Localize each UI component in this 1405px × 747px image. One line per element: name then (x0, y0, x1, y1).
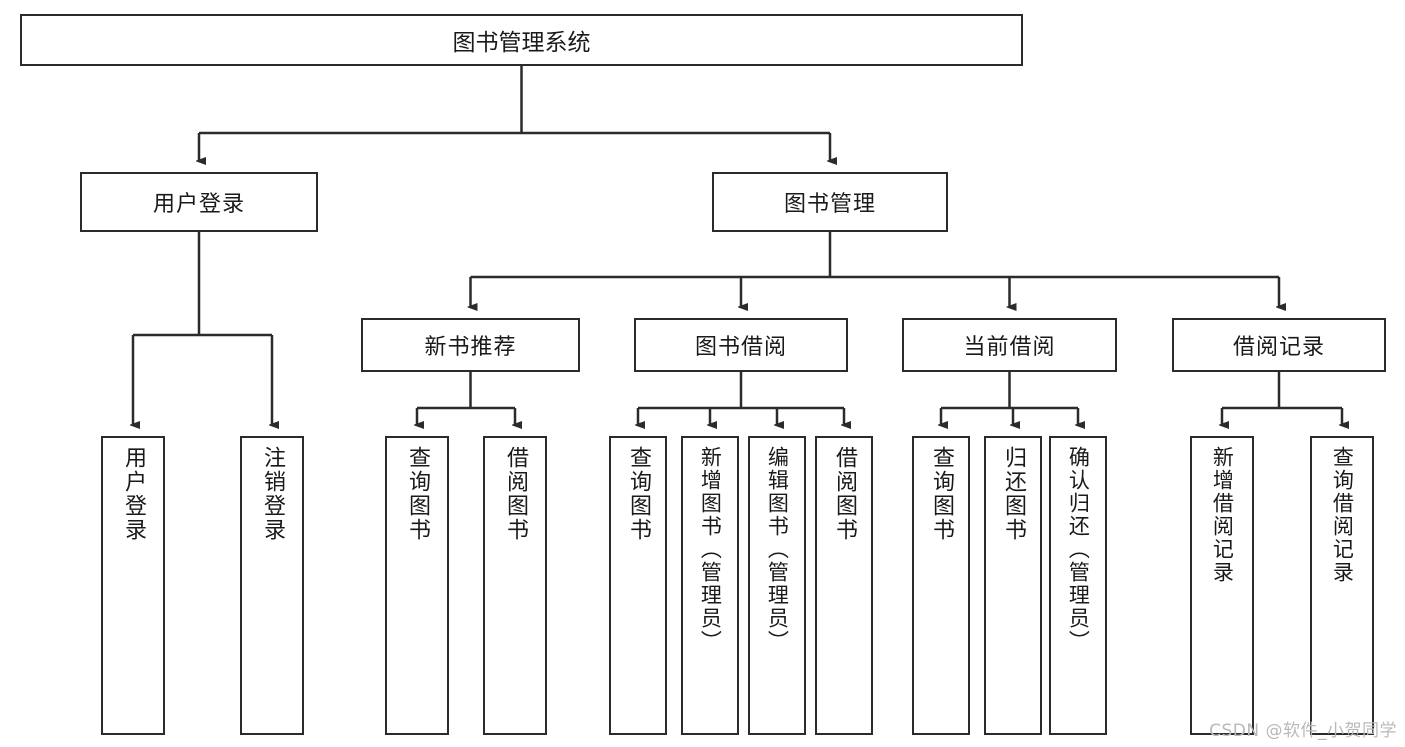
leaf-node-4[interactable]: 查询图书 (609, 436, 667, 735)
node-label: 借阅记录 (1232, 335, 1325, 360)
csdn-watermark: CSDN @软件_小贺同学 (1209, 721, 1397, 741)
leaf-node-6[interactable]: 编辑图书（管理员） (748, 436, 806, 735)
level2-node-book_borrow[interactable]: 图书借阅 (634, 318, 848, 372)
leaf-label: 编辑图书（管理员） (765, 446, 790, 653)
node-label: 图书管理系统 (452, 30, 591, 56)
leaf-label: 归还图书 (1000, 446, 1026, 542)
leaf-node-0[interactable]: 用户登录 (101, 436, 165, 735)
leaf-label: 确认归还（管理员） (1066, 446, 1091, 653)
leaf-label: 查询图书 (928, 446, 954, 542)
level2-node-current_borrow[interactable]: 当前借阅 (902, 318, 1117, 372)
level2-node-new_book_rec[interactable]: 新书推荐 (361, 318, 580, 372)
leaf-label: 新增图书（管理员） (698, 446, 723, 653)
level2-node-borrow_record[interactable]: 借阅记录 (1172, 318, 1386, 372)
leaf-label: 借阅图书 (831, 446, 857, 542)
node-label: 新书推荐 (424, 335, 517, 360)
leaf-node-7[interactable]: 借阅图书 (815, 436, 873, 735)
leaf-label: 注销登录 (259, 446, 285, 542)
leaf-label: 用户登录 (120, 446, 146, 542)
leaf-label: 查询图书 (404, 446, 430, 542)
leaf-node-3[interactable]: 借阅图书 (483, 436, 547, 735)
leaf-node-5[interactable]: 新增图书（管理员） (681, 436, 739, 735)
leaf-label: 查询图书 (625, 446, 651, 542)
leaf-node-8[interactable]: 查询图书 (912, 436, 970, 735)
root-node[interactable]: 图书管理系统 (20, 14, 1023, 66)
leaf-label: 借阅图书 (502, 446, 528, 542)
node-label: 图书管理 (783, 192, 876, 217)
leaf-label: 新增借阅记录 (1210, 446, 1235, 584)
leaf-node-10[interactable]: 确认归还（管理员） (1049, 436, 1107, 735)
leaf-node-2[interactable]: 查询图书 (385, 436, 449, 735)
level1-node-book_manage[interactable]: 图书管理 (712, 172, 948, 232)
node-label: 当前借阅 (963, 335, 1056, 360)
node-label: 图书借阅 (694, 335, 787, 360)
leaf-node-11[interactable]: 新增借阅记录 (1190, 436, 1254, 735)
node-label: 用户登录 (152, 192, 245, 217)
leaf-node-12[interactable]: 查询借阅记录 (1310, 436, 1374, 735)
leaf-node-1[interactable]: 注销登录 (240, 436, 304, 735)
leaf-label: 查询借阅记录 (1330, 446, 1355, 584)
level1-node-user_login[interactable]: 用户登录 (80, 172, 318, 232)
leaf-node-9[interactable]: 归还图书 (984, 436, 1042, 735)
